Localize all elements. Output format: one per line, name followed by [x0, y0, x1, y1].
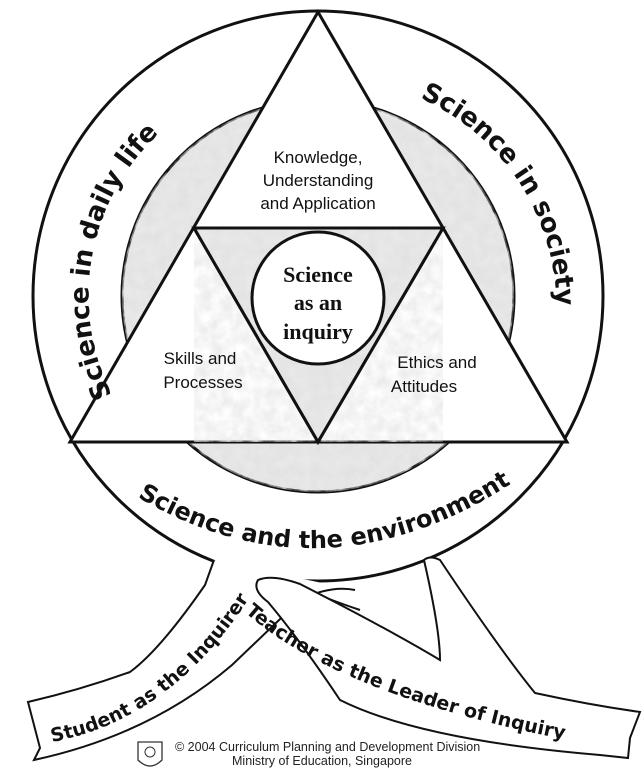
core-label-3: inquiry — [283, 319, 353, 344]
label-ethics-1: Ethics and — [397, 353, 476, 372]
label-knowledge-1: Knowledge, — [274, 148, 363, 167]
label-skills-2: Processes — [163, 373, 242, 392]
label-knowledge-3: and Application — [260, 194, 375, 213]
hands-ribbons — [26, 556, 642, 762]
footer-copyright: © 2004 Curriculum Planning and Developme… — [175, 740, 480, 754]
label-skills-1: Skills and — [164, 349, 237, 368]
core-label-1: Science — [283, 262, 353, 287]
label-knowledge-2: Understanding — [263, 171, 374, 190]
moe-crest-icon — [137, 741, 163, 767]
core-label-2: as an — [294, 290, 342, 315]
core-circle — [250, 230, 386, 366]
label-ethics-2: Attitudes — [391, 377, 457, 396]
footer-ministry: Ministry of Education, Singapore — [232, 754, 412, 768]
